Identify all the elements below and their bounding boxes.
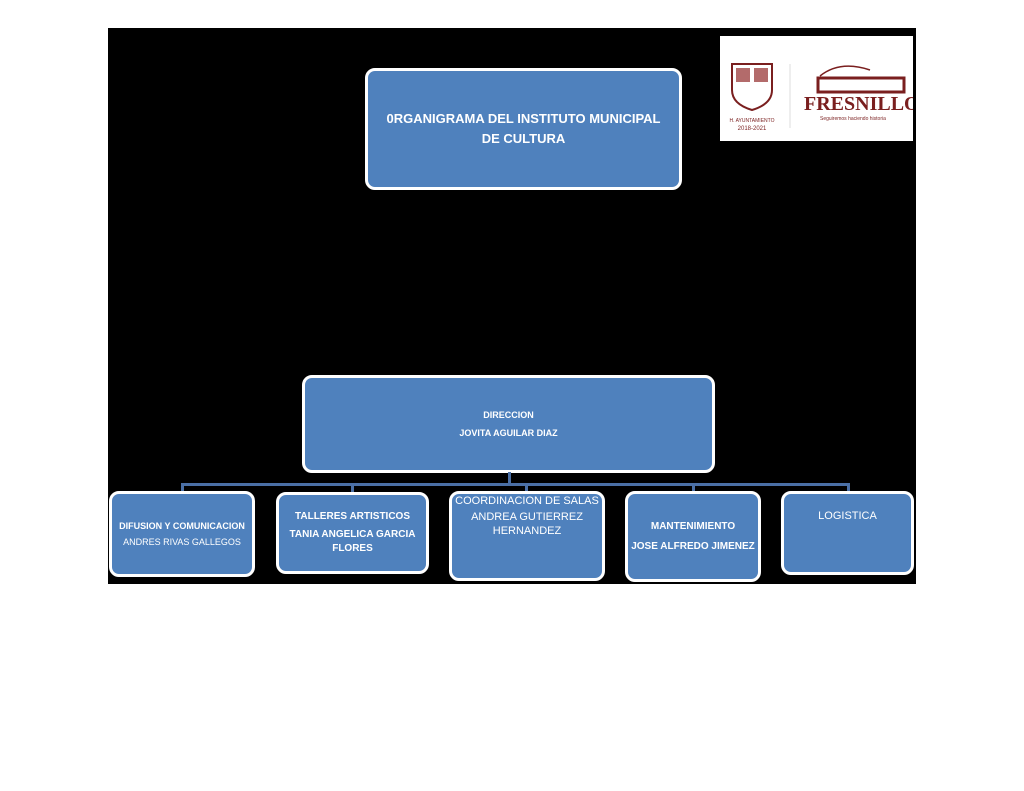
department-box-logistica: LOGISTICA [781,491,914,575]
department-title: COORDINACION DE SALAS [455,495,599,507]
svg-text:2018-2021: 2018-2021 [738,126,767,132]
svg-text:Seguiremos haciendo historia: Seguiremos haciendo historia [820,116,886,122]
connector-drop [847,483,850,493]
department-title: LOGISTICA [818,510,877,522]
department-box-difusion: DIFUSION Y COMUNICACION ANDRES RIVAS GAL… [109,491,255,577]
coat-of-arms-icon: H. AYUNTAMIENTO 2018-2021 FRESNILLO Segu… [729,63,913,132]
direccion-box: DIRECCION JOVITA AGUILAR DIAZ [302,375,715,473]
department-name: JOSE ALFREDO JIMENEZ [631,540,755,552]
department-name: TANIA ANGELICA GARCIA FLORES [289,529,416,554]
title-box: 0RGANIGRAMA DEL INSTITUTO MUNICIPAL DE C… [365,68,682,190]
connector-horizontal [181,483,850,486]
fresnillo-logo: H. AYUNTAMIENTO 2018-2021 FRESNILLO Segu… [720,36,913,141]
department-name: ANDREA GUTIERREZ HERNANDEZ [471,511,583,537]
connector-drop [525,483,528,493]
connector-drop [181,483,184,493]
department-title: TALLERES ARTISTICOS [295,511,410,522]
department-box-coordinacion: COORDINACION DE SALAS ANDREA GUTIERREZ H… [449,491,605,581]
connector-drop [692,483,695,493]
connector-vertical [508,472,511,485]
department-name: ANDRES RIVAS GALLEGOS [123,537,241,547]
title-line2: DE CULTURA [481,131,566,146]
svg-text:FRESNILLO: FRESNILLO [804,93,913,115]
svg-text:H. AYUNTAMIENTO: H. AYUNTAMIENTO [729,118,774,124]
department-title: MANTENIMIENTO [650,520,736,532]
title-line1: 0RGANIGRAMA DEL INSTITUTO MUNICIPAL [386,111,661,126]
direccion-title: DIRECCION [483,410,534,420]
direccion-name: JOVITA AGUILAR DIAZ [459,428,558,438]
department-title: DIFUSION Y COMUNICACION [119,521,245,531]
department-box-mantenimiento: MANTENIMIENTO JOSE ALFREDO JIMENEZ [625,491,761,582]
connector-drop [351,483,354,493]
department-box-talleres: TALLERES ARTISTICOS TANIA ANGELICA GARCI… [276,492,429,574]
